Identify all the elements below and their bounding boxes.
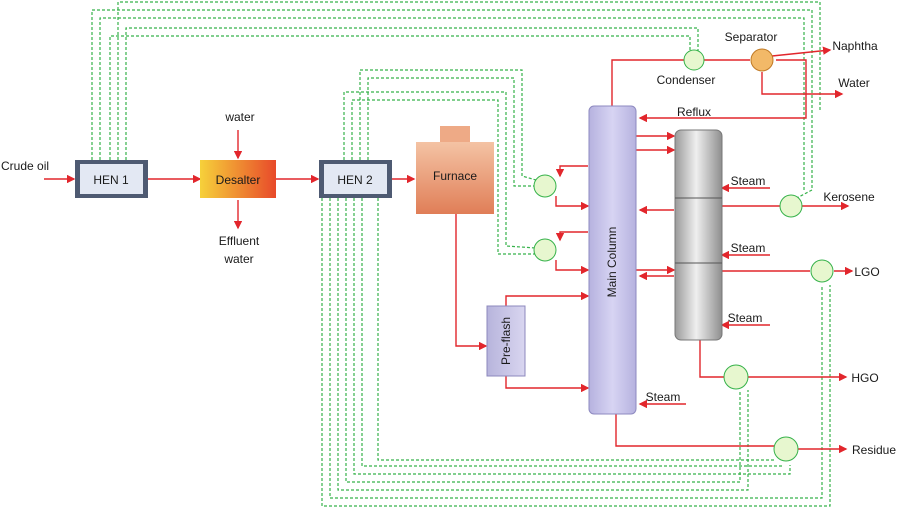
heat-exchangers — [533, 48, 834, 462]
steam-label-3: Steam — [728, 311, 763, 325]
naphtha-label: Naphtha — [832, 39, 878, 53]
heat-integration-lines — [91, 1, 831, 507]
water-out-label: Water — [838, 76, 870, 90]
water-in-label: water — [224, 110, 254, 124]
condenser-label: Condenser — [657, 73, 716, 87]
exchanger-kerosene — [779, 194, 803, 218]
desalter: Desalter — [200, 160, 276, 198]
main-column-label: Main Column — [605, 227, 619, 298]
exchanger-pa1 — [533, 174, 557, 198]
preflash: Pre-flash — [486, 305, 526, 377]
preflash-top-arrow — [505, 291, 590, 306]
side-stripper — [674, 129, 723, 341]
hen2-label: HEN 2 — [337, 173, 373, 187]
main-column: Main Column — [588, 105, 637, 415]
steam-label-1: Steam — [731, 174, 766, 188]
crude-oil-label: Crude oil — [1, 159, 49, 173]
lgo-label: LGO — [854, 265, 879, 279]
exchanger-pa2 — [533, 238, 557, 262]
exchanger-hgo — [723, 364, 749, 390]
furnace-to-preflash-arrow — [455, 214, 488, 351]
desalter-label: Desalter — [216, 173, 261, 187]
effluent-label-2: water — [223, 252, 253, 266]
separator-label: Separator — [725, 30, 778, 44]
preflash-label: Pre-flash — [499, 317, 513, 365]
hen1: HEN 1 — [75, 160, 148, 198]
condenser — [683, 49, 705, 71]
furnace-label: Furnace — [433, 169, 477, 183]
steam-label-2: Steam — [731, 241, 766, 255]
residue-label: Residue — [852, 443, 896, 457]
hgo-label: HGO — [851, 371, 878, 385]
kerosene-label: Kerosene — [823, 190, 875, 204]
effluent-label-1: Effluent — [219, 234, 260, 248]
preflash-bottom-arrow — [505, 376, 590, 393]
furnace: Furnace — [416, 126, 494, 214]
exchanger-residue — [773, 436, 799, 462]
hen1-label: HEN 1 — [93, 173, 129, 187]
hen2: HEN 2 — [319, 160, 392, 198]
separator — [750, 48, 774, 72]
exchanger-lgo — [810, 259, 834, 283]
reflux-label: Reflux — [677, 105, 711, 119]
steam-label-4: Steam — [646, 390, 681, 404]
